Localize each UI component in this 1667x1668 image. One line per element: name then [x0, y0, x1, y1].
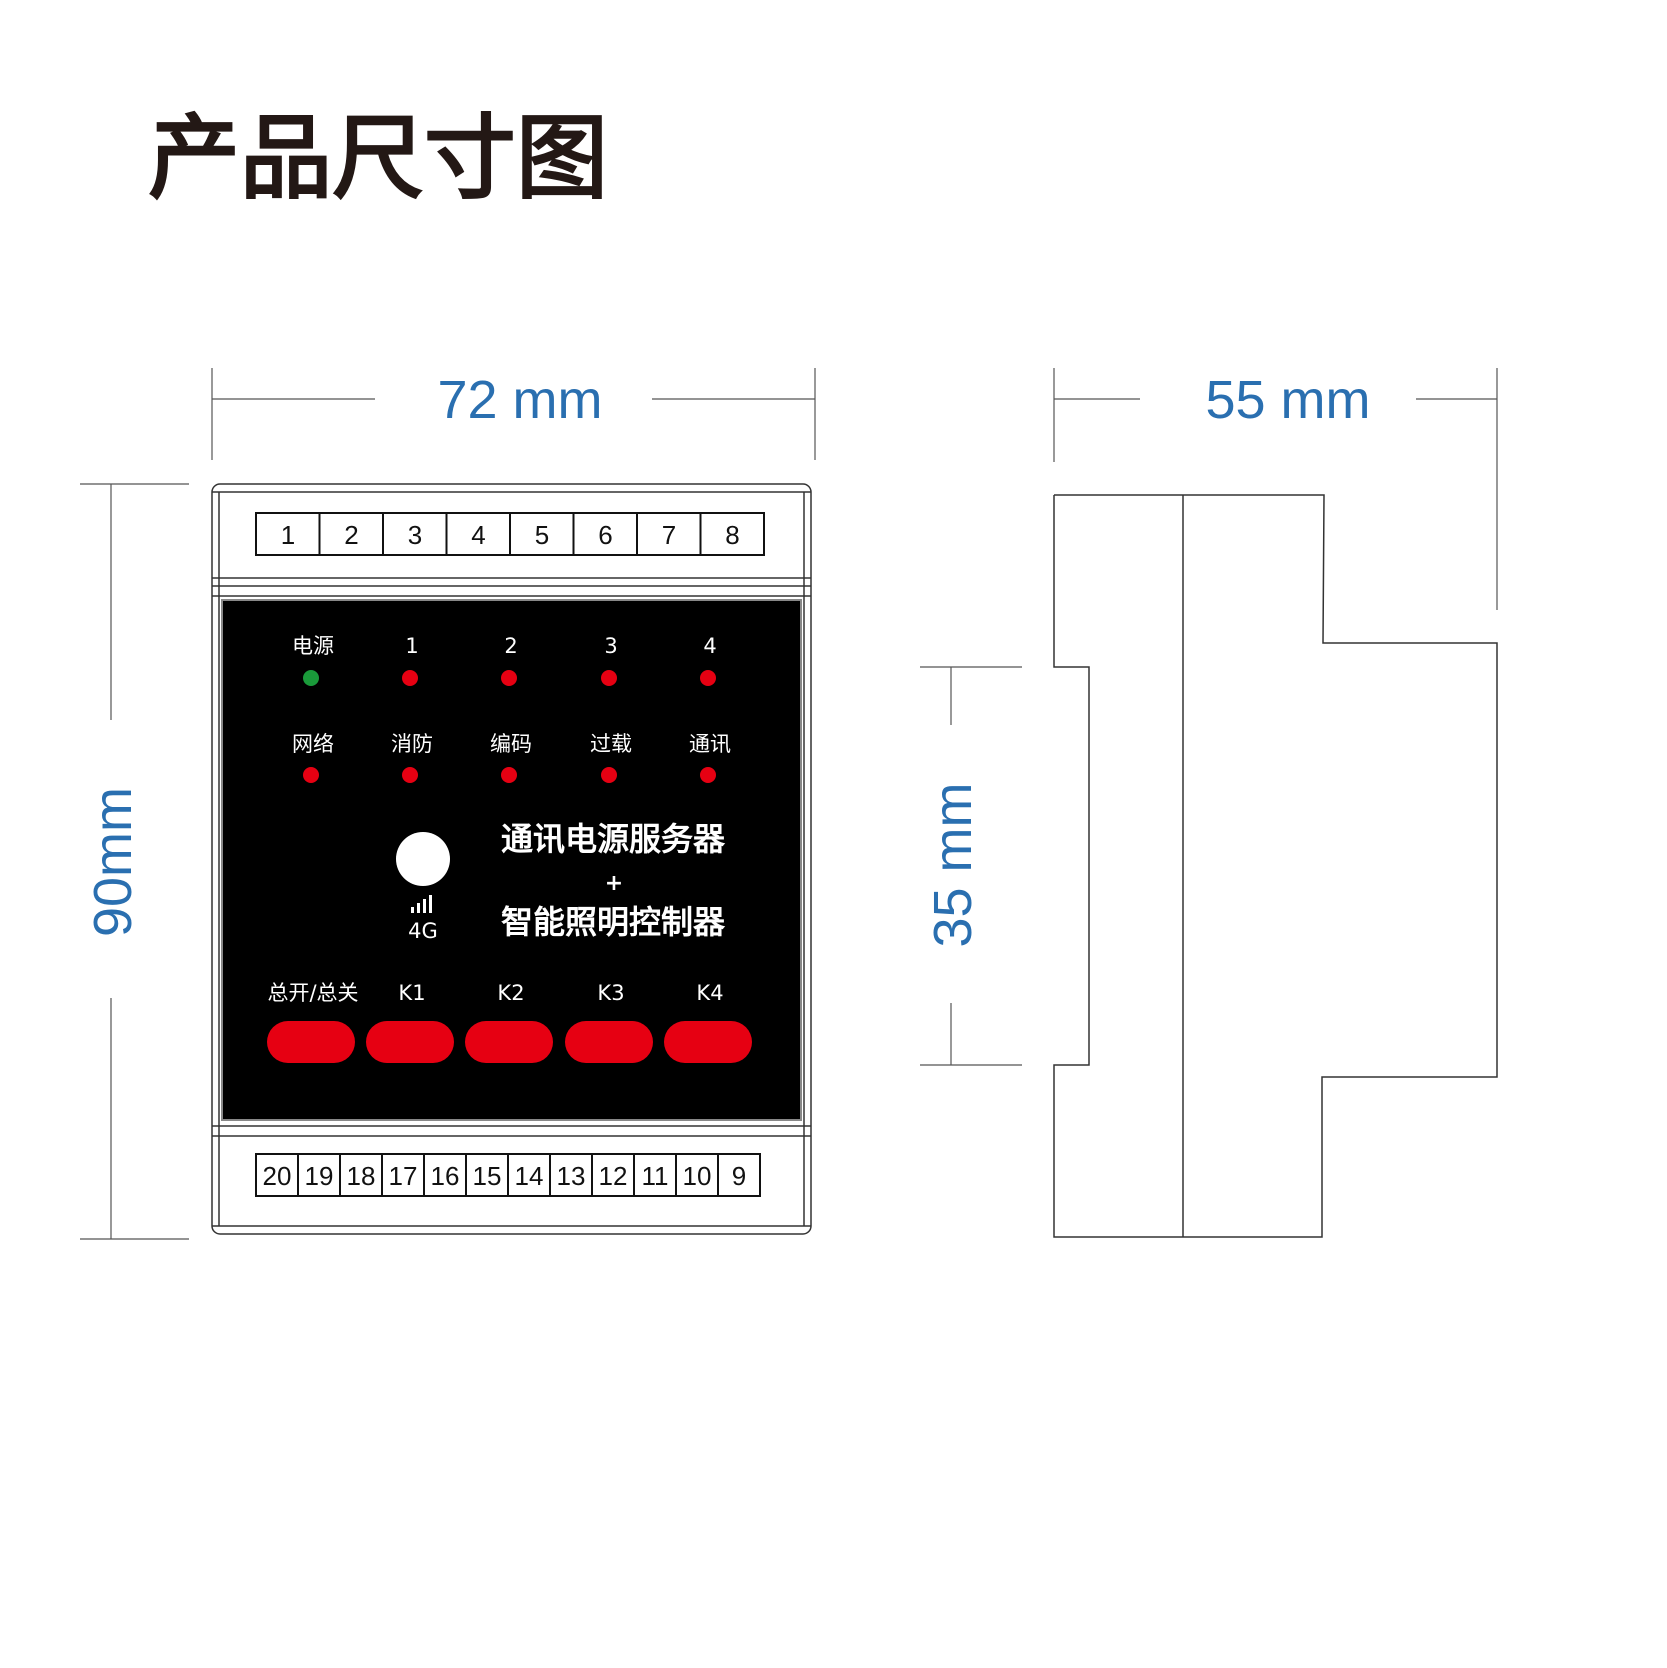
terminal-number: 16: [431, 1161, 460, 1191]
terminal-number: 15: [473, 1161, 502, 1191]
4g-indicator-light: [396, 832, 450, 886]
led-label: 电源: [292, 634, 334, 658]
led-label: 编码: [490, 732, 532, 756]
signal-label: 4G: [408, 919, 438, 943]
control-button[interactable]: [664, 1021, 752, 1063]
terminal-cell: [255, 512, 321, 556]
led-label: 过载: [590, 732, 632, 756]
button-label: K3: [597, 981, 624, 1005]
terminal-number: 18: [347, 1161, 376, 1191]
status-led: [700, 767, 716, 783]
terminal-number: 12: [599, 1161, 628, 1191]
terminal-number: 8: [725, 520, 739, 550]
status-led: [601, 670, 617, 686]
terminal-number: 19: [305, 1161, 334, 1191]
status-led: [402, 767, 418, 783]
button-label: K4: [696, 981, 723, 1005]
terminal-number: 1: [281, 520, 295, 550]
terminal-cell: [572, 512, 638, 556]
led-label: 4: [703, 634, 716, 658]
status-led: [601, 767, 617, 783]
button-label: K1: [398, 981, 425, 1005]
status-led: [303, 767, 319, 783]
control-button[interactable]: [267, 1021, 355, 1063]
rail-dimension: 35 mm: [920, 666, 1022, 1066]
product-plus: +: [605, 871, 623, 896]
led-label: 通讯: [689, 732, 731, 756]
button-label: 总开/总关: [267, 981, 358, 1005]
led-label: 网络: [292, 732, 334, 756]
terminal-number: 6: [598, 520, 612, 550]
height-dimension: 90mm: [80, 483, 189, 1240]
product-name: 通讯电源服务器 + 智能照明控制器: [501, 820, 726, 941]
device-front: [211, 483, 812, 1235]
terminal-number: 9: [732, 1161, 746, 1191]
terminal-cell: [591, 1153, 635, 1197]
terminal-number: 11: [642, 1161, 669, 1191]
status-led: [303, 670, 319, 686]
terminal-number: 10: [683, 1161, 712, 1191]
terminal-number: 2: [344, 520, 358, 550]
device-side-view: [1053, 494, 1498, 1238]
bottom-terminal-block: 20 19 18 17 16 15 14 13 12 11 10 9: [255, 1153, 761, 1197]
control-button[interactable]: [465, 1021, 553, 1063]
terminal-cell: [339, 1153, 383, 1197]
led-label: 消防: [391, 732, 433, 756]
status-led: [402, 670, 418, 686]
rail-label: 35 mm: [923, 782, 983, 947]
terminal-number: 20: [263, 1161, 292, 1191]
terminal-cell: [445, 512, 511, 556]
depth-label: 55 mm: [1205, 370, 1370, 430]
height-label: 90mm: [83, 787, 143, 937]
control-button[interactable]: [565, 1021, 653, 1063]
depth-dimension: 55 mm: [1053, 368, 1498, 610]
status-led: [501, 767, 517, 783]
terminal-number: 13: [557, 1161, 586, 1191]
width-dimension: 72 mm: [211, 368, 816, 460]
terminal-cell: [509, 512, 575, 556]
led-label: 3: [604, 634, 617, 658]
page-title: 产品尺寸图: [148, 105, 608, 212]
button-label: K2: [497, 981, 524, 1005]
terminal-number: 17: [389, 1161, 418, 1191]
signal-bars-icon: [411, 895, 432, 913]
terminal-cell: [381, 1153, 425, 1197]
status-led: [501, 670, 517, 686]
terminal-number: 7: [662, 520, 676, 550]
control-button[interactable]: [366, 1021, 454, 1063]
product-line1: 通讯电源服务器: [501, 820, 726, 858]
terminal-number: 4: [471, 520, 485, 550]
led-label: 2: [504, 634, 517, 658]
terminal-number: 3: [408, 520, 422, 550]
product-line2: 智能照明控制器: [501, 903, 726, 941]
terminal-number: 5: [535, 520, 549, 550]
led-label: 1: [405, 634, 418, 658]
width-label: 72 mm: [437, 370, 602, 430]
terminal-cell: [699, 512, 765, 556]
top-terminal-block: 1 2 3 4 5 6 7 8: [255, 512, 765, 556]
terminal-cell: [423, 1153, 467, 1197]
status-led: [700, 670, 716, 686]
terminal-cell: [717, 1153, 761, 1197]
terminal-cell: [633, 1153, 677, 1197]
terminal-cell: [318, 512, 384, 556]
signal-indicator: 4G: [396, 832, 450, 943]
terminal-number: 14: [515, 1161, 544, 1191]
